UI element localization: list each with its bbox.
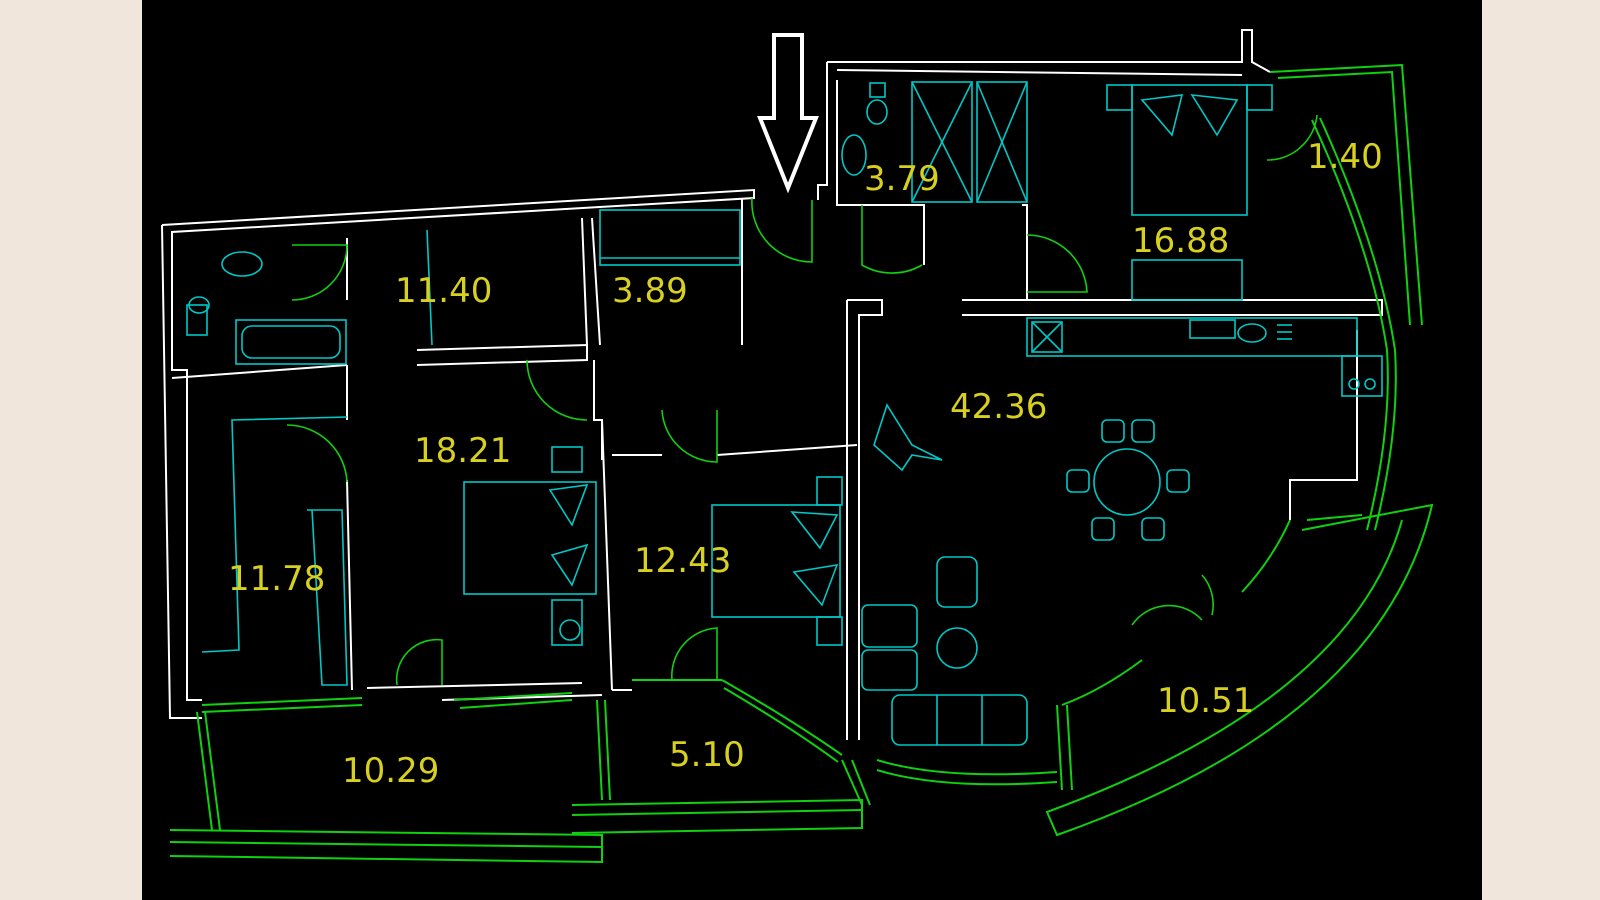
bathroom-fixtures-left — [186, 251, 347, 365]
closet-shelving — [201, 229, 433, 686]
sofa-set — [861, 556, 1028, 746]
room-area-label-bedroom-small: 12.43 — [634, 541, 731, 581]
main-bed — [463, 446, 597, 646]
interior-walls — [171, 198, 1383, 740]
room-area-label-room-a: 11.40 — [395, 271, 492, 311]
doors — [286, 114, 1318, 686]
room-area-label-bedroom-main: 18.21 — [414, 431, 511, 471]
room-labels: 11.40 3.89 3.79 16.88 1.40 42.36 18.21 1… — [228, 137, 1383, 791]
arrow-down-icon — [757, 33, 819, 194]
room-area-label-loggia-right: 10.51 — [1157, 681, 1254, 721]
room-area-label-balcony-small: 1.40 — [1307, 137, 1383, 177]
bathroom-fixtures-top — [841, 81, 1028, 203]
room-area-label-bath-top: 3.79 — [864, 159, 940, 199]
floor-plan-frame: 11.40 3.89 3.79 16.88 1.40 42.36 18.21 1… — [142, 0, 1482, 900]
dining-table — [1066, 419, 1190, 541]
small-bed — [711, 476, 843, 646]
exterior-walls — [161, 29, 1271, 719]
furniture — [186, 81, 1383, 746]
room-area-label-bedroom-master: 16.88 — [1132, 221, 1229, 261]
storage-shelves — [599, 209, 741, 266]
room-area-label-living-room: 42.36 — [950, 387, 1047, 427]
room-area-label-closet: 11.78 — [228, 559, 325, 599]
kitchen-counter — [1026, 317, 1383, 397]
floor-plan-drawing: 11.40 3.89 3.79 16.88 1.40 42.36 18.21 1… — [161, 29, 1434, 864]
master-bed — [1106, 84, 1273, 301]
windows-and-balconies — [169, 63, 1434, 864]
room-area-label-storage: 3.89 — [612, 271, 688, 311]
room-area-label-loggia-left: 10.29 — [342, 751, 439, 791]
plant — [873, 403, 943, 472]
room-area-label-loggia-mid: 5.10 — [669, 735, 745, 775]
